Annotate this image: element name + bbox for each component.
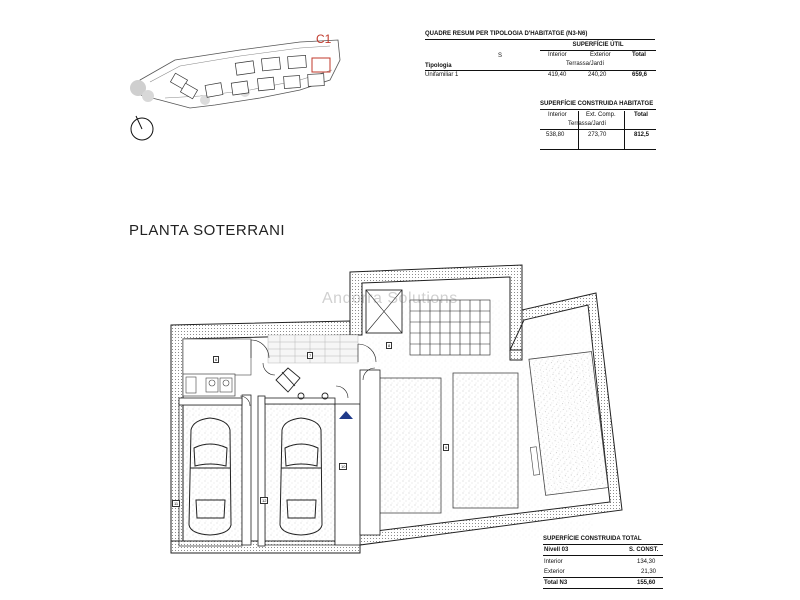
typology-row-label: Unifamiliar 1: [425, 72, 459, 78]
useful-sub-label: Terrassa/Jardí: [566, 61, 605, 67]
typology-label: Tipologia: [425, 63, 452, 69]
total-row-total-value: 155,60: [637, 580, 656, 586]
useful-value-exterior: 240,20: [588, 72, 607, 78]
room-tag: 7: [307, 352, 314, 359]
built-col-total: Total: [634, 112, 648, 118]
summary-table-title: QUADRE RESUM PER TIPOLOGIA D'HABITATGE (…: [425, 30, 655, 40]
built-sub-label: Terrassa/Jardí: [568, 121, 607, 127]
site-marker-label: C1: [316, 32, 332, 46]
built-area-header: SUPERFÍCIE CONSTRUIDA HABITATGE: [540, 100, 656, 110]
s-label: S: [498, 53, 503, 59]
total-col-sconst: S. CONST.: [629, 547, 659, 553]
room-tag: 10: [339, 463, 348, 470]
useful-area-header: SUPERFÍCIE ÚTIL: [540, 41, 656, 51]
useful-col-interior: Interior: [548, 52, 567, 58]
room-tag: 8: [386, 342, 393, 349]
useful-value-interior: 419,40: [548, 72, 567, 78]
room-tag: 6: [213, 356, 220, 363]
useful-col-exterior: Exterior: [590, 52, 611, 58]
useful-col-total: Total: [632, 52, 646, 58]
total-row-exterior-label: Exterior: [544, 569, 565, 575]
total-row-exterior-value: 21,30: [641, 569, 657, 575]
room-tag: 11: [172, 500, 181, 507]
total-table-title: SUPERFÍCIE CONSTRUIDA TOTAL: [543, 535, 663, 545]
built-col-interior: Interior: [548, 112, 567, 118]
total-row-interior-label: Interior: [544, 559, 563, 565]
total-col-level: Nivell 03: [544, 547, 569, 553]
room-tag: 12: [260, 497, 269, 504]
built-value-ext-comp: 273,70: [588, 132, 607, 138]
watermark: Andorra Solutions: [322, 290, 458, 307]
built-value-interior: 538,80: [546, 132, 565, 138]
plan-title: PLANTA SOTERRANI: [129, 222, 286, 239]
total-row-interior-value: 134,30: [637, 559, 656, 565]
built-value-total: 812,5: [634, 132, 650, 138]
total-row-total-label: Total N3: [544, 580, 568, 586]
room-tag: 9: [443, 444, 450, 451]
useful-value-total: 659,6: [632, 72, 648, 78]
built-col-ext-comp: Ext. Comp.: [586, 112, 616, 118]
